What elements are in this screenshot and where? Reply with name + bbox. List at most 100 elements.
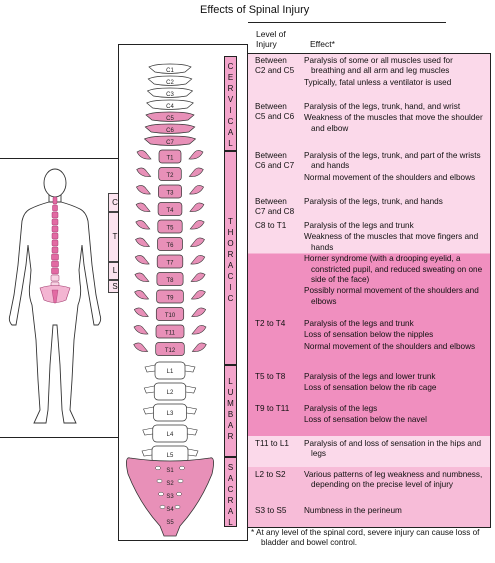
rib-stub-left [134,255,150,265]
vertebra-c3 [146,87,194,98]
spine-diagram: C1C2C3C4C5C6C7T1T2T3T4T5T6T7T8T9T10T11T1… [126,63,214,537]
header-level: Level of Injury [256,29,286,49]
vertebra-label: T7 [166,261,174,267]
vertebra-label: C6 [166,128,174,134]
region-letter: U [227,388,234,397]
region-letter: L [228,518,233,527]
region-letter: A [227,421,234,430]
row-level-line: L2 to S2 [255,470,286,479]
vertebra-c2 [147,75,193,86]
body-back-figure [8,168,102,424]
vertebra-t5 [157,219,183,234]
vertebra-label: S5 [166,520,174,526]
rib-stub-left [136,167,152,177]
vertebra-label: L2 [167,390,174,396]
region-letter: C [227,294,234,303]
row-level: T11 to L1 [255,439,299,449]
vertebra-label: C4 [166,104,174,110]
vertebra-label: S1 [166,468,174,474]
vertebra-label: S4 [166,507,174,513]
vertebra-label: C5 [166,116,174,122]
row-level: T9 to T11 [255,404,299,414]
region-letter: C [227,62,234,71]
region-letter: C [227,272,234,281]
vertebra-label: T11 [165,331,176,337]
vertebra-t3 [158,184,182,199]
region-letter: I [229,106,232,115]
row-effects: Paralysis of the legs, trunk, and part o… [304,151,489,183]
body-bracket-l-label: L [112,266,118,275]
vertebra-t2 [158,167,182,181]
row-effect: Paralysis of the legs and lower trunk [304,372,436,381]
rib-stub-left [135,220,151,230]
callout-line-bottom [0,437,118,438]
row-level-line: Between [255,151,287,160]
vertebra-t6 [157,237,183,251]
row-effect: Paralysis of the legs, trunk, and hands [304,197,443,206]
vertebra-l1 [154,361,186,380]
rib-stub-right [191,307,207,317]
vertebra-l4 [152,424,188,443]
rib-stub-right [188,150,204,160]
region-letter: O [227,239,234,248]
sacral-foramen [177,478,184,484]
rib-stub-right [189,220,205,230]
row-level-line: C6 and C7 [255,161,295,171]
body-bracket-t-label: T [112,232,118,241]
row-level: C8 to T1 [255,221,299,231]
diagram-title: Effects of Spinal Injury [200,4,310,16]
row-effect: Possibly normal movement of the shoulder… [304,286,479,306]
vertebra-t12 [155,342,185,356]
vertebra-label: L3 [167,411,174,417]
region-letter: S [227,463,234,472]
row-level: T2 to T4 [255,319,299,329]
row-level: L2 to S2 [255,470,299,480]
row-effect: Paralysis of the legs and trunk [304,221,414,230]
rib-stub-left [134,290,150,300]
row-effect: Paralysis of the legs [304,404,378,413]
vertebra-c1 [148,63,192,74]
region-letter: R [227,496,234,505]
row-effect: Normal movement of the shoulders and elb… [304,172,476,182]
vertebra-label: T12 [165,348,176,354]
region-letter: R [227,84,234,93]
vertebra-t7 [156,254,184,269]
region-letter: I [229,283,232,292]
row-effect: Paralysis of the legs, trunk, hand, and … [304,102,461,111]
row-level-line: T11 to L1 [255,439,289,448]
vertebra-label: S3 [166,494,174,500]
row-level-line: S3 to S5 [255,506,287,515]
rib-stub-left [133,325,149,335]
header-effect: Effect* [310,39,335,49]
rib-stub-left [133,342,149,352]
rib-stub-right [190,272,206,282]
region-letter: V [227,95,234,104]
region-letter: B [227,410,234,419]
region-letter: H [227,228,234,237]
vertebra-label: C2 [166,80,174,86]
row-effect: Normal movement of the shoulders and elb… [304,341,476,351]
vertebra-t8 [156,272,184,286]
sacral-foramen [155,465,161,471]
row-level: S3 to S5 [255,506,299,516]
row-effect: Weakness of the muscles that move finger… [304,232,479,252]
vertebra-label: C7 [166,140,174,146]
rib-stub-left [134,272,150,282]
rib-stub-left [135,237,151,247]
row-effect: Typically, fatal unless a ventilator is … [304,77,452,87]
row-effect: Paralysis of the legs and trunk [304,319,414,328]
vertebra-t9 [156,289,184,304]
